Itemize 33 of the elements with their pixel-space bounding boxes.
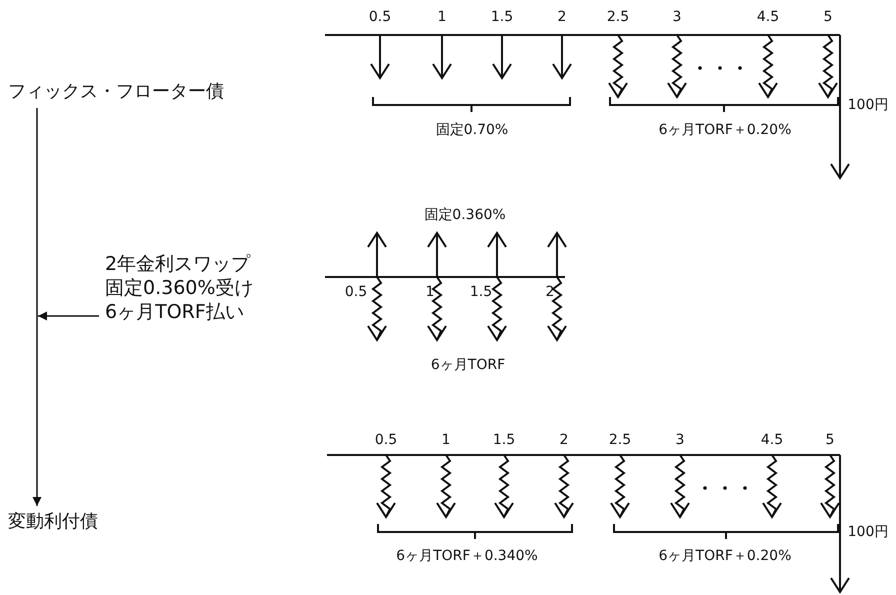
year-tick-label: 2	[546, 284, 554, 300]
connector-arrow	[32, 108, 42, 506]
rate-label: 6ヶ月TORF＋0.340%	[396, 547, 538, 565]
rate-label: 6ヶ月TORF	[430, 356, 506, 374]
year-tick-label: 2.5	[606, 9, 630, 25]
rate-label: 固定0.360%	[424, 206, 506, 224]
year-tick-label: 1.5	[492, 432, 516, 448]
year-tick-label: 0.5	[368, 9, 392, 25]
year-tick-label: 3	[676, 432, 684, 448]
year-tick-label: 1.5	[490, 9, 514, 25]
rate-label: 固定0.70%	[436, 121, 508, 139]
year-tick-label: 4.5	[756, 9, 780, 25]
year-tick-label: 2	[558, 9, 566, 25]
rate-label: 6ヶ月TORF＋0.20%	[658, 121, 792, 139]
year-tick-label: 1	[442, 432, 450, 448]
year-tick-label: 5	[826, 432, 834, 448]
rate-label: 6ヶ月TORF＋0.20%	[658, 547, 792, 565]
bond-label: 変動利付債	[8, 510, 98, 534]
year-tick-label: 0.5	[374, 432, 398, 448]
bond-label: フィックス・フローター債	[8, 80, 224, 104]
year-tick-label: 3	[672, 9, 682, 25]
year-tick-label: 2.5	[608, 432, 632, 448]
year-tick-label: 4.5	[760, 432, 784, 448]
year-tick-label: 0.5	[344, 284, 368, 300]
year-tick-label: 1.5	[470, 284, 492, 300]
swap-description: 2年金利スワップ固定0.360%受け6ヶ月TORF払い	[105, 252, 263, 324]
principal-label: 100円	[848, 96, 888, 114]
year-tick-label: 1	[438, 9, 446, 25]
year-tick-label: 2	[560, 432, 568, 448]
connector-arrow	[38, 312, 99, 320]
principal-label: 100円	[848, 523, 888, 541]
year-tick-label: 5	[824, 9, 832, 25]
year-tick-label: 1	[426, 284, 434, 300]
